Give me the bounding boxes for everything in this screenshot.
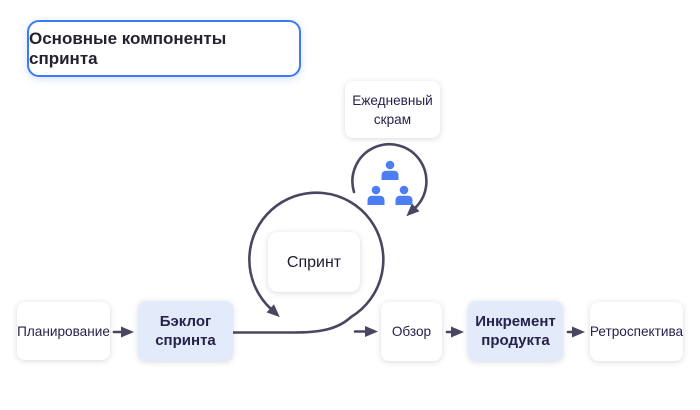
node-review: Обзор	[381, 302, 442, 361]
node-label: Бэклог спринта	[155, 313, 216, 349]
node-retrospective: Ретроспектива	[590, 302, 683, 361]
node-label: Ретроспектива	[589, 324, 684, 339]
sprint-loop-arrow	[231, 191, 385, 334]
node-label: Инкремент продукта	[475, 313, 556, 349]
page-title: Основные компоненты спринта	[29, 28, 227, 68]
person-icon	[381, 160, 399, 180]
node-daily-scrum: Ежедневный скрам	[345, 81, 440, 138]
person-icon	[367, 185, 385, 205]
node-label: Обзор	[391, 324, 432, 339]
daily-scrum-loop-arrow	[351, 143, 428, 217]
node-label: Планирование	[17, 323, 110, 339]
person-icon	[395, 185, 413, 205]
title-box: Основные компоненты спринта	[27, 20, 301, 77]
node-planning: Планирование	[17, 302, 110, 360]
node-sprint: Спринт	[268, 232, 360, 292]
node-sprint-backlog: Бэклог спринта	[138, 301, 233, 361]
node-label: Ежедневный скрам	[352, 92, 433, 127]
node-label: Спринт	[286, 253, 342, 271]
node-product-increment: Инкремент продукта	[468, 301, 563, 361]
daily-scrum-members	[367, 160, 413, 205]
